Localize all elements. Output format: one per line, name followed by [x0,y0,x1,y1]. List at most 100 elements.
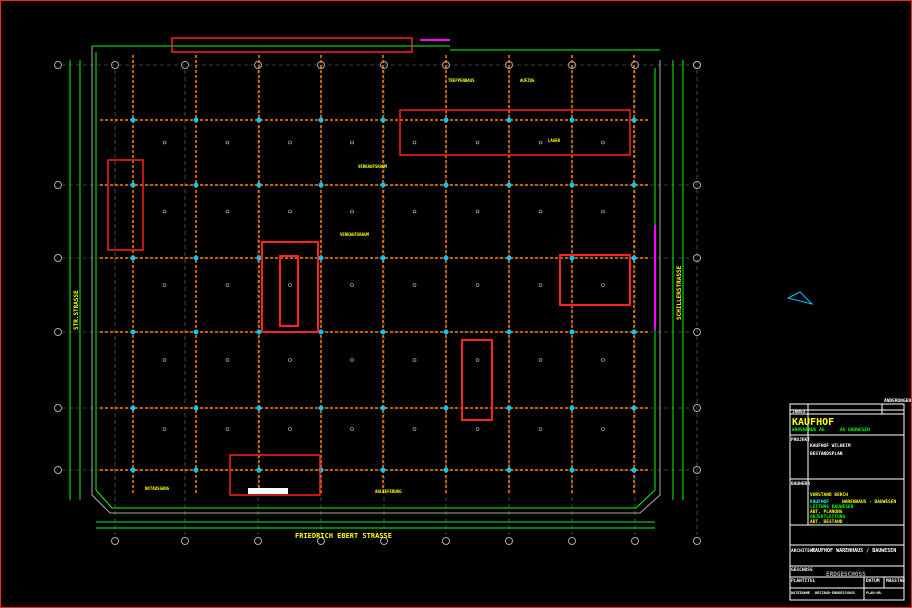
column-marker [631,405,637,411]
column-marker [443,255,449,261]
room-label: VERKAUFSRAUM [358,164,387,169]
tb-architect-name: KAUFHOF WARENHAUS / BAUWESEN [812,548,896,554]
column-marker [193,467,199,473]
tb-client-label: BAUHERR [791,481,810,487]
axis-marker [54,404,62,412]
tb-company: KAUFHOF [792,417,834,428]
column-marker [256,405,262,411]
sprinkler-marker [288,209,292,214]
axis-marker [693,404,701,412]
column-marker [318,405,324,411]
sprinkler-marker [162,140,167,145]
column-marker [193,117,199,123]
column-marker [256,255,262,261]
sprinkler-marker [225,209,230,214]
column-marker [193,182,199,188]
column-marker [569,255,575,261]
column-marker [631,329,637,335]
sprinkler-marker [412,427,417,431]
axis-grid [54,61,701,545]
room-label: NOTAUSGANG [145,486,170,491]
sprinkler-marker [601,209,605,214]
column-marker [193,329,199,335]
room-label: LAGER [548,138,561,143]
room-label: AUFZUG [520,78,535,83]
column-marker [130,117,136,123]
sprinkler-marker [288,358,292,362]
sprinkler-marker [475,427,480,431]
column-marker [256,182,262,188]
axis-marker [693,181,701,189]
building-outline [69,45,684,529]
axis-marker [54,61,62,69]
column-marker [631,117,637,123]
sprinkler-marker [538,358,543,362]
title-block [789,403,905,601]
street-label-right: SCHILLERSTRASSE [676,265,683,320]
axis-marker [317,537,325,545]
tb-contact2-sub: ABT. BESTAND [810,519,843,525]
sprinkler-marker [225,427,230,431]
axis-marker [693,254,701,262]
room-label: TREPPENHAUS [448,78,475,83]
sprinkler-marker [162,209,167,214]
structural-grid [100,55,650,495]
column-marker [318,182,324,188]
sprinkler-marker [350,209,354,214]
tb-index-label: INDEX [792,409,806,415]
tb-plan-title-label: PLANTITEL [791,578,816,584]
axis-marker [111,537,119,545]
column-marker [631,255,637,261]
tb-file-label: DATEINAME [791,591,810,595]
axis-marker [54,328,62,336]
sprinkler-marker [538,283,543,287]
tb-project-label: PROJEKT [791,437,810,443]
sprinkler-marker [601,427,605,431]
column-marker [506,117,512,123]
sprinkler-marker [412,140,417,145]
column-marker [443,182,449,188]
tb-client-dept: WARENHAUS · BAUWESEN [842,499,896,505]
column-marker [569,117,575,123]
column-marker [443,405,449,411]
north-arrow-icon [786,291,814,305]
tb-contact2: OBJEKTLEITUNG [810,514,846,520]
column-marker [380,117,386,123]
column-marker [506,329,512,335]
axis-marker [54,181,62,189]
column-marker [318,329,324,335]
axis-marker [568,537,576,545]
column-marker [506,182,512,188]
wall-features [107,37,656,496]
axis-marker [181,537,189,545]
column-marker [443,329,449,335]
axis-marker [693,537,701,545]
sprinkler-marker [538,140,543,145]
sprinkler-marker [288,140,292,145]
tb-company-sub: WARENHAUS AG [792,427,825,433]
column-marker [256,329,262,335]
column-marker [130,329,136,335]
axis-marker [505,537,513,545]
column-marker [380,255,386,261]
sprinkler-marker [162,283,167,287]
sprinkler-marker [288,427,292,431]
sprinkler-marker [538,427,543,431]
tb-client-company: KAUFHOF [810,499,829,505]
tb-project-name: KAUFHOF WILHEIM [810,443,851,449]
column-marker [130,255,136,261]
room-label: ANLIEFERUNG [375,489,402,494]
tb-plan-no: PLAN-NR. [866,591,883,595]
column-marker [506,405,512,411]
column-marker [569,182,575,188]
axis-marker [442,537,450,545]
sprinkler-marker [412,358,417,362]
column-marker [380,405,386,411]
tb-contact1: LEITUNG BAUWESEN [810,504,854,510]
sprinkler-marker [601,283,605,287]
tb-client-line: VORSTAND BERCH [810,492,848,498]
axis-marker [693,61,701,69]
axis-marker [693,466,701,474]
sprinkler-marker [350,140,354,145]
